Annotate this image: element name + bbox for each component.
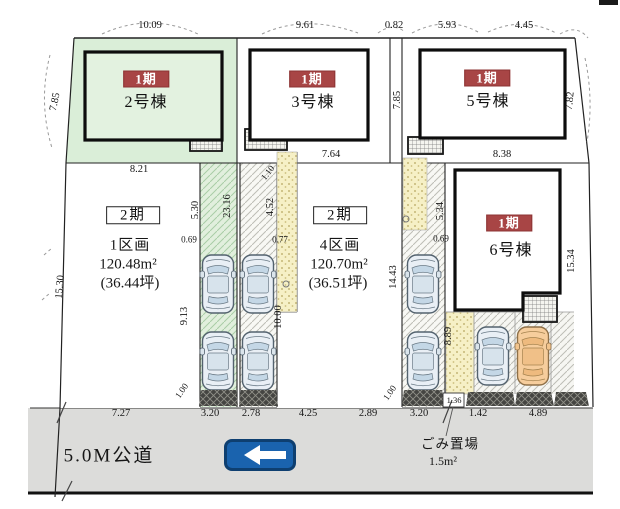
buildings bbox=[83, 48, 567, 312]
dim-077: 0.77 bbox=[272, 234, 288, 245]
dim-top-2: 9.61 bbox=[295, 19, 315, 31]
dim-889: 8.89 bbox=[442, 326, 454, 346]
dim-2316: 23.16 bbox=[221, 194, 233, 218]
orange-car bbox=[514, 326, 552, 386]
phase-badge-building-5: 1期 bbox=[464, 69, 510, 87]
lot-4-area: 120.70m² bbox=[310, 256, 368, 273]
boundary-lines bbox=[54, 37, 594, 498]
dim-452: 4.52 bbox=[264, 197, 276, 217]
dim-bottom-3: 2.78 bbox=[241, 407, 261, 419]
phase-badge-lot-1: 2期 bbox=[106, 206, 160, 224]
dim-785b: 7.85 bbox=[391, 90, 403, 110]
phase-badge-building-6: 1期 bbox=[486, 214, 532, 232]
dim-bottom-4: 4.25 bbox=[298, 407, 318, 419]
dim-bottom-7: 1.42 bbox=[468, 407, 488, 419]
dim-534: 5.34 bbox=[434, 201, 446, 221]
dim-913: 9.13 bbox=[178, 306, 190, 326]
building-2 bbox=[83, 50, 224, 142]
dim-764: 7.64 bbox=[321, 148, 341, 160]
dim-bottom-6: 3.20 bbox=[409, 407, 429, 419]
road bbox=[28, 407, 593, 495]
dim-bottom-1: 7.27 bbox=[111, 407, 131, 419]
dim-right-782: 7.82 bbox=[563, 91, 577, 111]
lot-1-tsubo: (36.44坪) bbox=[100, 275, 160, 292]
lot-1-area: 120.48m² bbox=[99, 256, 157, 273]
dim-bottom-8: 4.89 bbox=[528, 407, 548, 419]
one-way-sign bbox=[224, 439, 296, 471]
building-3-name: 3号棟 bbox=[291, 94, 335, 111]
trash-size-label: 1.5m² bbox=[429, 454, 457, 468]
trash-spot bbox=[442, 392, 465, 437]
building-5 bbox=[418, 48, 567, 140]
road-label: 5.0M公道 bbox=[63, 445, 155, 467]
building-2-name: 2号棟 bbox=[124, 94, 168, 111]
trash-area-label: ごみ置場 bbox=[421, 436, 479, 452]
building-3 bbox=[248, 48, 370, 142]
dim-821: 8.21 bbox=[129, 163, 149, 175]
dim-530: 5.30 bbox=[189, 200, 201, 220]
survey-arcs bbox=[41, 22, 591, 301]
dim-top-1: 10.09 bbox=[138, 19, 162, 31]
dim-1443: 14.43 bbox=[387, 265, 399, 289]
driveway-aprons bbox=[199, 390, 589, 406]
phase-badge-building-3: 1期 bbox=[289, 70, 335, 88]
dim-069a: 0.69 bbox=[181, 234, 197, 245]
dim-top-5: 4.45 bbox=[514, 19, 534, 31]
dim-bottom-2: 3.20 bbox=[200, 407, 220, 419]
dim-right-1534: 15.34 bbox=[565, 249, 577, 273]
dim-bottom-5: 2.89 bbox=[358, 407, 378, 419]
lot-4-name: 4区画 bbox=[319, 237, 361, 254]
dim-838: 8.38 bbox=[492, 148, 512, 160]
trash-width-label: 1.36 bbox=[446, 394, 462, 405]
building-6-name: 6号棟 bbox=[489, 242, 533, 259]
phase-badge-lot-4: 2期 bbox=[313, 206, 367, 224]
dim-1000: 10.00 bbox=[272, 305, 284, 329]
lot-4-tsubo: (36.51坪) bbox=[308, 275, 368, 292]
dim-top-3: 0.82 bbox=[384, 19, 404, 31]
page-edge-mark bbox=[599, 0, 618, 5]
survey-ticks bbox=[56, 399, 453, 502]
building-5-name: 5号棟 bbox=[466, 93, 510, 110]
dim-top-4: 5.93 bbox=[437, 19, 457, 31]
dim-069b: 0.69 bbox=[433, 233, 449, 244]
building-6 bbox=[453, 168, 562, 312]
lot-1-name: 1区画 bbox=[109, 237, 151, 254]
dim-left-1530: 15.30 bbox=[53, 274, 67, 300]
phase-badge-building-2: 1期 bbox=[123, 70, 169, 88]
left-arrow-icon bbox=[244, 445, 286, 465]
